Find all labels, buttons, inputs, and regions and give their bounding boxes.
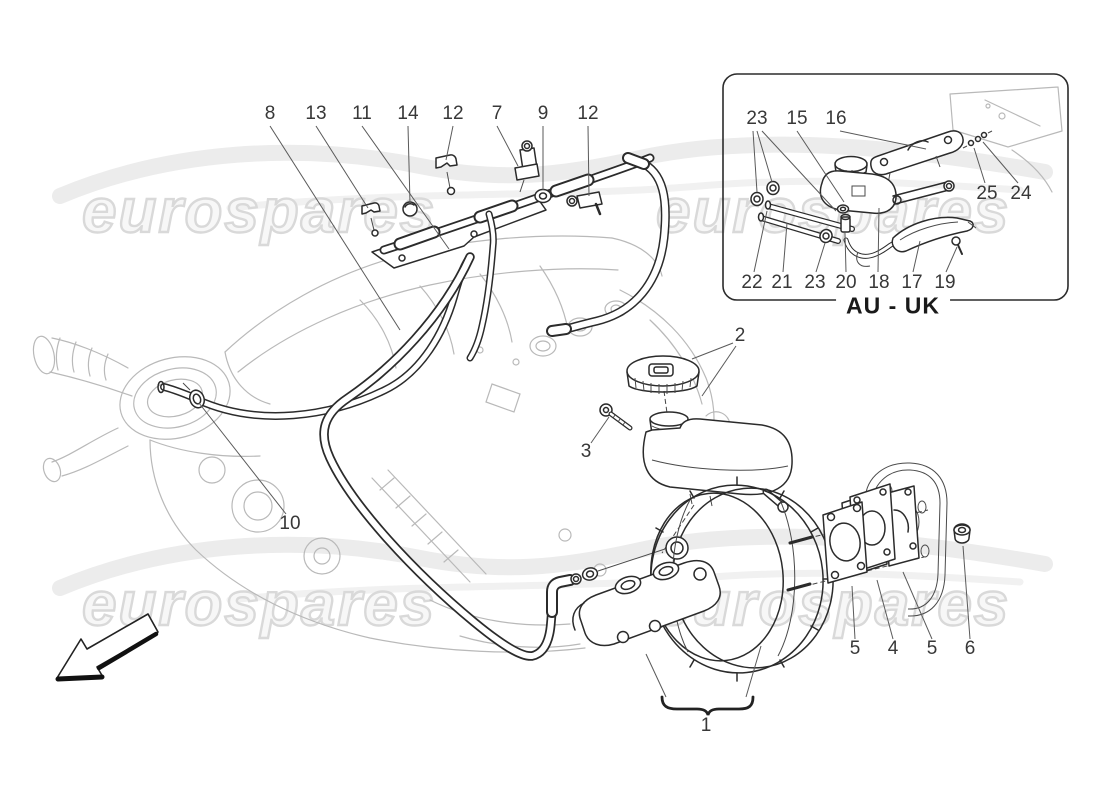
inset-bracket-16: [870, 130, 964, 185]
reservoir-cap: [626, 355, 700, 394]
inset-grommets-23: [750, 180, 833, 244]
servo-mounting-parts: [822, 462, 971, 617]
inset-shield-17: [891, 216, 977, 253]
servo-vacuum-hose: [319, 252, 666, 661]
gasket-plate-left-5: [822, 501, 868, 584]
inset-screws-24-25: [962, 130, 993, 149]
hose-clamp-10: [182, 382, 206, 409]
direction-arrow: [55, 613, 159, 682]
reservoir-body: [642, 411, 793, 554]
reservoir-bolt-3: [599, 403, 633, 431]
inset-parts-au-uk: [750, 130, 993, 267]
brake-pipe-assembly: [361, 140, 670, 362]
union-elbow-12: [566, 191, 603, 216]
pipe-clip-13: [361, 202, 381, 237]
inset-caption: AU - UK: [836, 292, 950, 320]
nut-6: [953, 523, 971, 544]
union-elbow-7: [514, 140, 540, 193]
pipe-clip-12: [435, 154, 458, 196]
inset-union-20: [836, 204, 851, 233]
inset-reservoir-15: [819, 155, 955, 215]
group-brace-1: [660, 695, 755, 716]
brake-fluid-reservoir: [599, 355, 793, 554]
master-cylinder: [572, 560, 721, 647]
engine-line-art: [32, 86, 1063, 653]
inset-screw-19: [951, 236, 963, 255]
leader-lines: [198, 125, 1019, 698]
grommet-9: [534, 188, 552, 204]
